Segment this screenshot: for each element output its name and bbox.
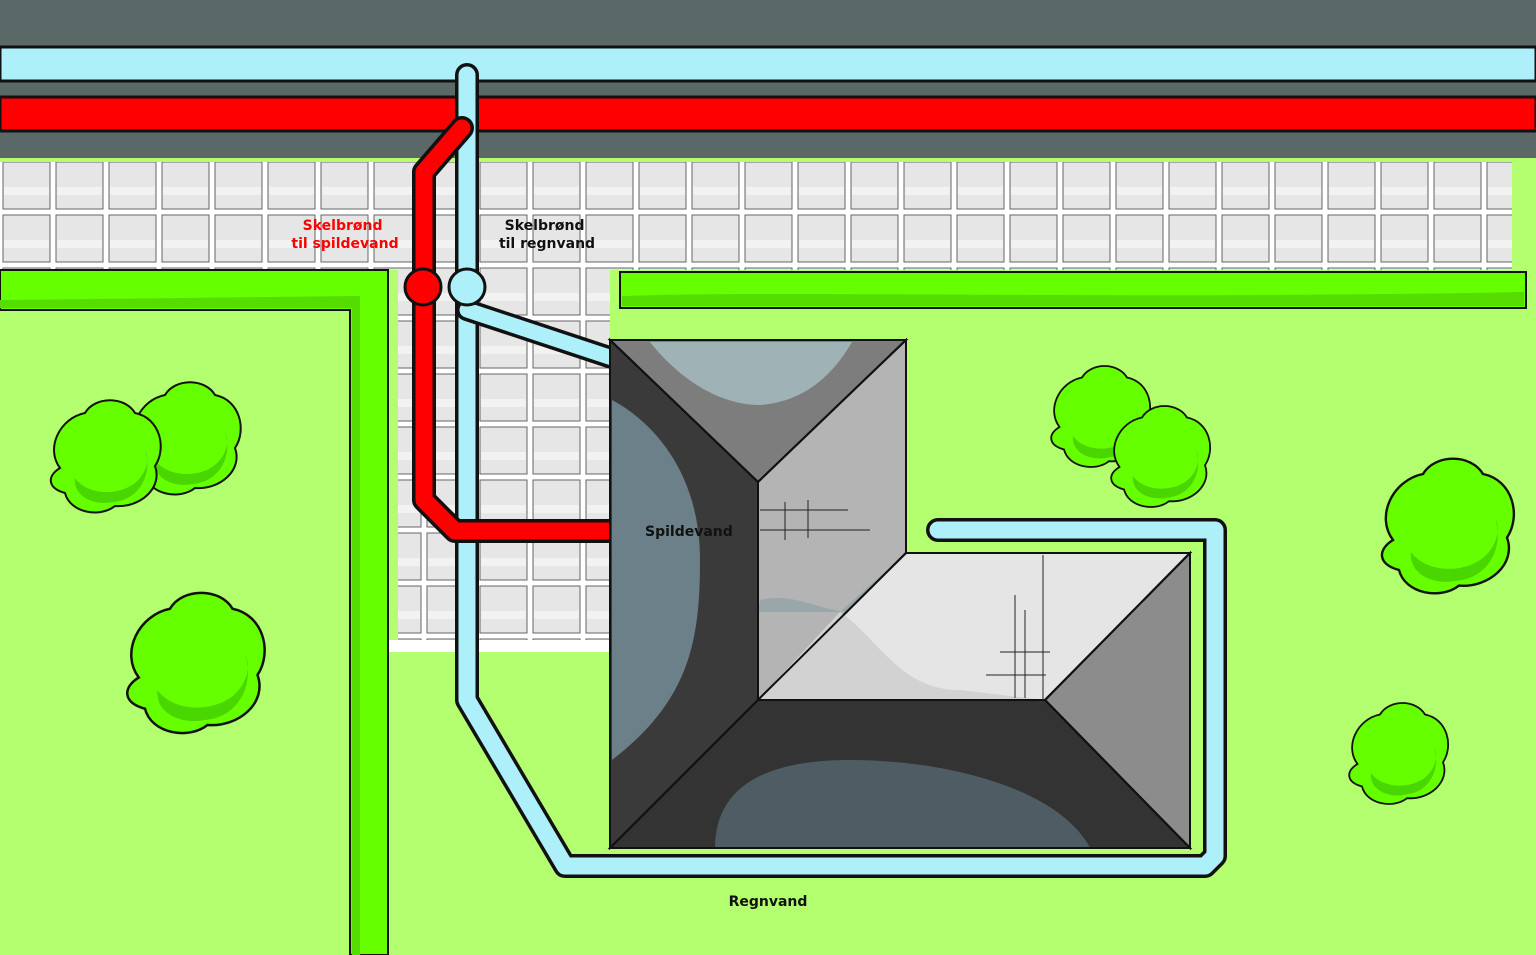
hedge-right: [619, 271, 1527, 309]
hedge-left: [0, 269, 389, 955]
main-rain-pipe: [0, 45, 1536, 83]
rain-manhole-icon: [447, 267, 487, 307]
main-waste-pipe: [0, 95, 1536, 133]
rain-water-label: Regnvand: [729, 894, 808, 910]
waste-manhole-icon: [403, 267, 443, 307]
rain-pipe-network: [455, 63, 1227, 878]
waste-water-label: Spildevand: [645, 524, 733, 540]
waste-well-label: Skelbrønd til spildevand: [291, 218, 398, 252]
waste-pipe-network: [412, 116, 642, 543]
roof-sketch-lines: [760, 500, 1050, 700]
rain-well-label: Skelbrønd til regnvand: [499, 218, 595, 252]
roof-edges: [609, 339, 1191, 849]
